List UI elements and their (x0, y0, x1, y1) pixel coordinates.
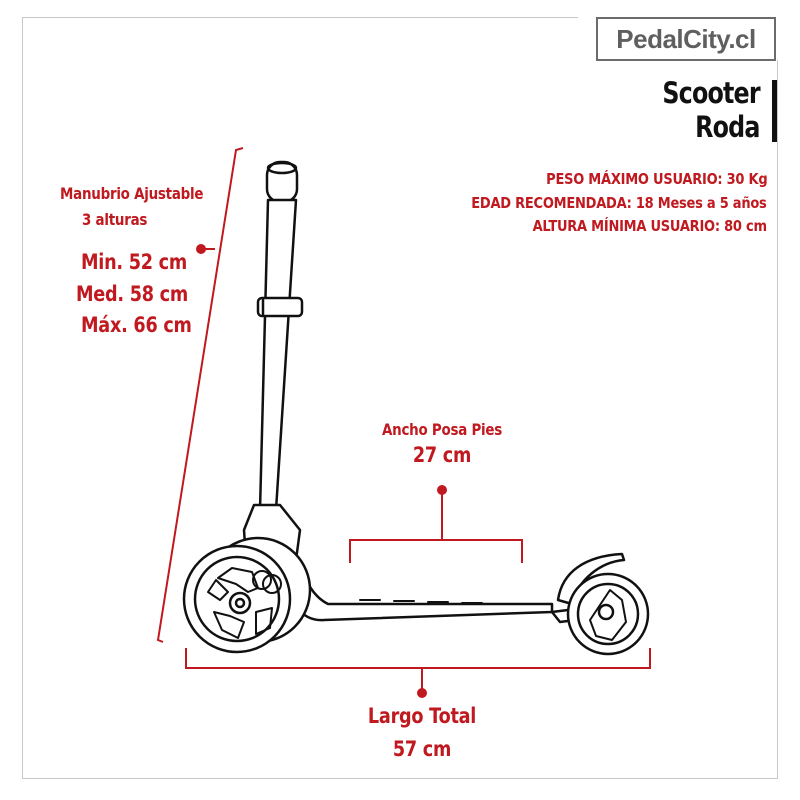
handlebar-stem (258, 198, 298, 512)
deck-width-bracket (349, 493, 523, 563)
product-title-line1: Scooter (662, 76, 761, 110)
title-accent-bar (772, 80, 777, 142)
handlebar-dimension-dot (196, 244, 206, 254)
deck-width-value: 27 cm (412, 443, 472, 467)
frame-right-line (777, 60, 778, 779)
deck (278, 558, 554, 622)
spec-max-weight: PESO MÁXIMO USUARIO: 30 Kg (545, 170, 768, 188)
frame-top-line (22, 17, 578, 18)
spec-recommended-age: EDAD RECOMENDADA: 18 Meses a 5 años (471, 194, 768, 212)
handlebar-height-max: Máx. 66 cm (81, 313, 192, 337)
product-title-line2: Roda (695, 110, 761, 144)
handle-grip (265, 160, 299, 204)
handlebar-sublabel: 3 alturas (82, 210, 148, 229)
frame-left-line (22, 17, 23, 779)
spec-min-height: ALTURA MÍNIMA USUARIO: 80 cm (532, 217, 767, 235)
total-length-label: Largo Total (367, 704, 477, 728)
frame-bottom-line (22, 778, 778, 779)
handlebar-label: Manubrio Ajustable (60, 184, 204, 203)
scooter-line-art (182, 160, 650, 656)
total-length-value: 57 cm (392, 737, 452, 761)
total-length-bracket (185, 648, 651, 690)
height-clamp (256, 296, 304, 318)
handlebar-height-min: Min. 52 cm (81, 250, 188, 274)
handlebar-height-med: Med. 58 cm (76, 282, 188, 306)
total-length-dot (417, 688, 427, 698)
deck-width-label: Ancho Posa Pies (381, 420, 503, 439)
brand-logo: PedalCity.cl (596, 17, 776, 61)
brand-logo-text: PedalCity.cl (616, 23, 756, 54)
deck-width-dot (437, 485, 447, 495)
